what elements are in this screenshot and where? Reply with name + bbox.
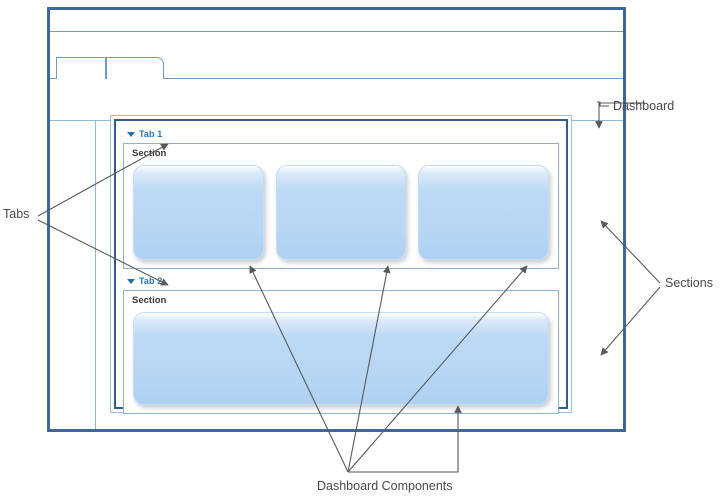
window-tab-1[interactable]: [56, 57, 106, 79]
dashboard-component-4[interactable]: [133, 312, 549, 405]
section-2-label: Section: [132, 295, 167, 306]
section-2-component-row: [133, 312, 549, 405]
dashboard-section-1: Section: [123, 143, 559, 269]
dashboard-tab-1-label: Tab 1: [139, 129, 163, 139]
window-tab-2[interactable]: [106, 57, 164, 79]
window-navigation-pane: [50, 121, 96, 429]
section-1-label: Section: [132, 148, 167, 159]
annotation-label-sections: Sections: [665, 276, 713, 290]
window-tabstrip: [50, 53, 623, 79]
triangle-down-icon[interactable]: [127, 131, 135, 137]
triangle-down-icon[interactable]: [127, 278, 135, 284]
annotation-label-tabs: Tabs: [3, 207, 30, 221]
window-titlebar: [50, 10, 623, 32]
section-1-component-row: [133, 165, 550, 260]
dashboard-tab-2-label: Tab 2: [139, 276, 163, 286]
dashboard-component-2[interactable]: [275, 165, 407, 260]
window-menubar: [50, 32, 623, 53]
annotation-label-components: Dashboard Components: [317, 479, 453, 493]
dashboard: Tab 1 Section Tab 2 Section: [110, 115, 572, 414]
dashboard-tab-1[interactable]: Tab 1: [127, 127, 559, 141]
dashboard-frame: Tab 1 Section Tab 2 Section: [114, 119, 568, 414]
dashboard-component-3[interactable]: [418, 165, 550, 260]
annotation-label-dashboard: Dashboard: [613, 99, 675, 113]
dashboard-section-2: Section: [123, 290, 559, 414]
dashboard-component-1[interactable]: [133, 165, 264, 260]
dashboard-tab-2[interactable]: Tab 2: [127, 274, 559, 288]
